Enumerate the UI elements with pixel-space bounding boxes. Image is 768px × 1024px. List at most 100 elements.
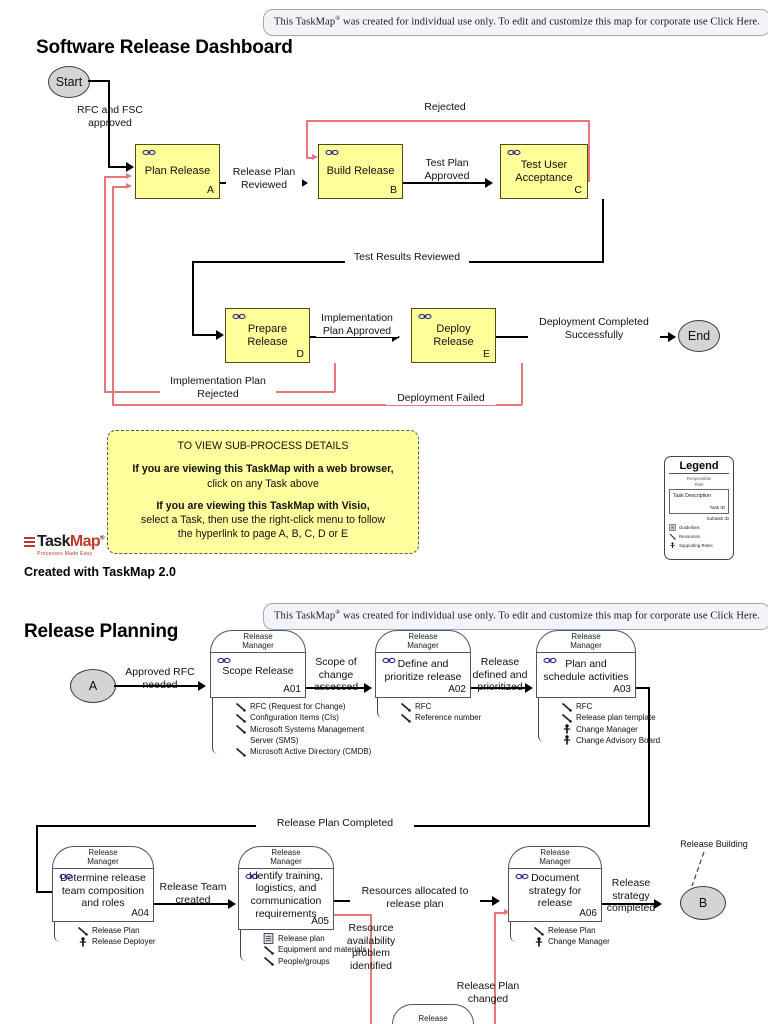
connector-deploy-failed-v	[521, 363, 523, 405]
node-label: Define and prioritize release	[384, 658, 462, 683]
arrow-a04-a05	[228, 899, 236, 909]
node-id: A03	[613, 684, 631, 695]
resource-item: Reference number	[399, 712, 517, 723]
resource-label: Change Advisory Board	[576, 736, 661, 746]
connector-rejected-h	[306, 120, 589, 122]
flow-label-deploy-failed: Deployment Failed	[386, 392, 496, 405]
node-body[interactable]: Scope Release A01	[210, 652, 306, 698]
flow-label-a01-a02: Scope of change assessed	[313, 656, 359, 694]
flow-label-a04-a05: Release Team created	[159, 881, 227, 906]
resource-label: Reference number	[415, 713, 482, 723]
wrench-icon	[669, 533, 676, 540]
task-build-release[interactable]: Build Release B	[318, 144, 403, 199]
node-body[interactable]: Document strategy for release A06	[508, 868, 602, 922]
node-role-label: Release Manager	[270, 848, 302, 867]
legend-resources-row: Resources	[669, 533, 729, 540]
connector-rejected-v-left	[306, 120, 308, 158]
connector-a02-a03	[471, 687, 527, 690]
hyperlink-icon	[142, 149, 156, 156]
node-plan-schedule-activities[interactable]: Release Manager Plan and schedule activi…	[536, 630, 660, 746]
node-scope-release[interactable]: Release Manager Scope Release A01 RFC (R…	[210, 630, 371, 758]
node-document-strategy-release[interactable]: Release Manager Document strategy for re…	[508, 846, 610, 948]
end-terminator: End	[678, 320, 720, 352]
banner-text-b: was created for individual use only. To …	[343, 610, 760, 622]
node-determine-release-team[interactable]: Release Manager Determine release team c…	[52, 846, 156, 948]
resource-label: Release plan	[278, 934, 325, 943]
note-line1: If you are viewing this TaskMap with a w…	[132, 463, 394, 476]
hyperlink-icon	[543, 657, 557, 664]
document-icon	[262, 933, 275, 945]
corporate-use-banner-bottom[interactable]: This TaskMap® was created for individual…	[263, 603, 768, 630]
node-define-prioritize-release[interactable]: Release Manager Define and prioritize re…	[375, 630, 481, 724]
arrow-plan-changed-a06	[504, 908, 510, 915]
resource-item: Configuration Items (CIs)	[234, 712, 372, 723]
flow-label-impl-rejected: Implementation Plan Rejected	[160, 375, 276, 401]
resource-label: Change Manager	[548, 937, 610, 947]
legend-subtask-id: Subtask ID	[706, 516, 729, 522]
node-identify-training-logistics[interactable]: Release Manager Identify training, logis…	[238, 846, 367, 967]
node-role-label: Release Manager	[87, 848, 119, 867]
resource-item: Release plan template	[560, 712, 678, 723]
flow-label-a-b: Release Plan Reviewed	[226, 166, 302, 192]
wrench-icon	[234, 724, 247, 734]
flow-label-a03-a04: Release Plan Completed	[256, 817, 414, 830]
resource-label: Change Manager	[576, 724, 638, 734]
connector-plan-changed-v	[494, 912, 496, 1024]
connector-a-a01	[114, 685, 200, 688]
person-icon	[560, 724, 573, 735]
connector-rejected-in	[306, 157, 314, 159]
corporate-use-banner-top[interactable]: This TaskMap® was created for individual…	[263, 9, 768, 36]
node-label: Document strategy for release	[528, 872, 582, 910]
resource-label: Microsoft Systems Management Server (SMS…	[250, 724, 365, 746]
arrow-a05-a06	[492, 896, 500, 906]
node-body[interactable]: Determine release team composition and r…	[52, 868, 154, 922]
resource-item: People/groups	[262, 956, 390, 967]
node-body[interactable]: Define and prioritize release A02	[375, 652, 471, 698]
node-label: Identify training, logistics, and commun…	[248, 869, 324, 920]
arrow-e-end	[668, 332, 676, 342]
node-role-cap: Release Manager	[508, 846, 602, 868]
note-line2: click on any Task above	[207, 477, 319, 490]
task-prepare-release[interactable]: Prepare Release D	[225, 308, 310, 363]
node-body[interactable]: Identify training, logistics, and commun…	[238, 868, 334, 930]
legend-guidelines-row: Guidelines	[669, 524, 729, 532]
task-test-user-acceptance[interactable]: Test User Acceptance C	[500, 144, 588, 199]
wrench-icon	[262, 956, 275, 967]
start-terminator: Start	[48, 66, 90, 98]
node-body[interactable]: Plan and schedule activities A03	[536, 652, 636, 698]
hyperlink-icon	[217, 657, 231, 664]
resource-bracket	[212, 698, 222, 754]
connector-a05-problem-h	[334, 914, 372, 916]
arrow-a-b	[300, 178, 308, 188]
flow-label-b-c: Test Plan Approved	[410, 157, 484, 183]
person-icon	[670, 542, 675, 549]
resource-label: Release Plan	[92, 926, 140, 935]
person-icon	[532, 936, 545, 948]
connector-a03-a04-h2	[36, 891, 58, 894]
wrench-icon	[560, 702, 573, 712]
resource-label: Release plan template	[576, 713, 656, 723]
task-plan-release[interactable]: Plan Release A	[135, 144, 220, 199]
resource-item: Change Manager	[532, 936, 650, 947]
task-deploy-release[interactable]: Deploy Release E	[411, 308, 496, 363]
legend-guidelines-label: Guidelines	[679, 524, 700, 530]
logo-tagline: Processes Made Easy	[37, 551, 93, 557]
wrench-icon	[234, 713, 247, 723]
resource-label: People/groups	[278, 956, 330, 966]
node-role-cap: Release Manager	[238, 846, 334, 868]
wrench-icon	[234, 702, 247, 712]
task-label: Deploy Release	[433, 322, 474, 348]
connector-a03-a04-v1	[648, 687, 651, 827]
node-id: A04	[131, 908, 149, 919]
flow-label-e-end: Deployment Completed Successfully	[528, 316, 660, 342]
partial-node-role-label: Release	[418, 1014, 448, 1023]
connector-deploy-failed-h	[112, 404, 522, 406]
hyperlink-icon	[59, 873, 73, 880]
resource-bracket	[377, 698, 387, 718]
resource-label: RFC	[576, 702, 593, 711]
registered-mark-icon: ®	[335, 15, 341, 22]
connector-start-a-h2	[108, 166, 128, 169]
flow-label-plan-changed: Release Plan changed	[456, 980, 520, 1005]
node-resources: RFC Reference number	[377, 698, 517, 724]
planning-title: Release Planning	[24, 621, 179, 642]
